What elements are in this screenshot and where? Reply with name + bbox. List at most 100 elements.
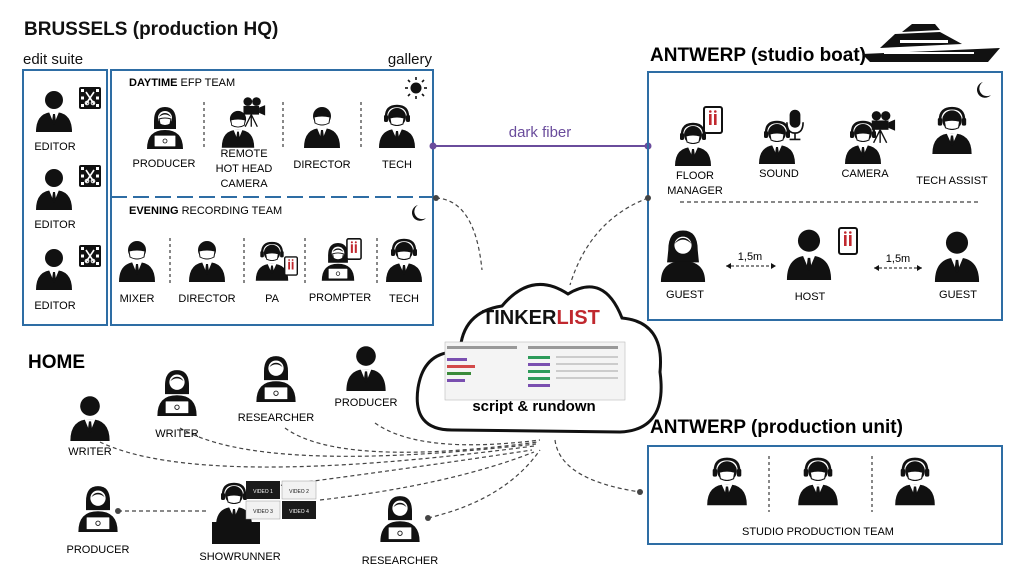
daytime-rest: EFP TEAM — [178, 77, 236, 89]
home-title: HOME — [28, 352, 85, 373]
floor-label-1: FLOOR — [676, 170, 714, 182]
sound-person-icon — [757, 120, 797, 164]
home-producer-2: PRODUCER — [67, 485, 130, 556]
home-writer-1: WRITER — [68, 396, 112, 458]
film-scissors-icon — [78, 164, 102, 188]
connector-boat — [569, 197, 649, 286]
tech-label: TECH — [382, 159, 412, 171]
writer-person-icon — [70, 396, 110, 441]
yacht-icon — [862, 24, 1000, 62]
mixer-label: MIXER — [120, 293, 155, 305]
movie-camera-icon — [871, 110, 896, 144]
guest-right-label: GUEST — [939, 289, 977, 301]
daytime-director: DIRECTOR — [293, 106, 351, 171]
antwerp-unit-title: ANTWERP (production unit) — [650, 417, 903, 438]
fiber-endpoint — [429, 142, 437, 150]
evening-bold: EVENING — [129, 205, 179, 217]
home-researcher-2: RESEARCHER — [362, 495, 438, 567]
team-member-headset-icon — [796, 457, 840, 506]
distance-left: 1,5m — [726, 251, 776, 269]
connector-writer-2 — [179, 427, 537, 457]
evening-mixer: MIXER — [118, 240, 156, 305]
production-team-label: STUDIO PRODUCTION TEAM — [742, 526, 894, 538]
daytime-remote-camera: REMOTE HOT HEAD CAMERA — [216, 96, 273, 190]
edit-suite-label: edit suite — [23, 51, 83, 68]
tech-person-icon — [377, 104, 417, 148]
remote-label-1: REMOTE — [220, 148, 267, 160]
arrow-heads — [726, 263, 776, 269]
writer-2-label: WRITER — [155, 428, 198, 440]
tech-assist-label: TECH ASSIST — [916, 175, 988, 187]
camera-label: CAMERA — [841, 168, 889, 180]
guest-right: GUEST — [934, 231, 980, 301]
film-scissors-icon — [78, 244, 102, 268]
editor-label: EDITOR — [34, 300, 75, 312]
researcher-person-icon — [379, 495, 421, 542]
video-tile-1: VIDEO 1 — [253, 489, 273, 495]
boat-camera: CAMERA — [841, 110, 896, 180]
tablet-icon — [284, 256, 298, 276]
cloud: TINKERLIST script & rundown — [415, 282, 663, 434]
antwerp-boat-title: ANTWERP (studio boat) — [650, 45, 866, 66]
producer-2-label: PRODUCER — [67, 544, 130, 556]
tech-person-icon — [384, 238, 424, 282]
prompter-label: PROMPTER — [309, 292, 371, 304]
host-label: HOST — [795, 291, 826, 303]
logo-part-1: TINKER — [482, 307, 557, 329]
director-label: DIRECTOR — [178, 293, 235, 305]
connector-dot — [433, 195, 439, 201]
guest-left-label: GUEST — [666, 289, 704, 301]
tinkerlist-logo: TINKERLIST — [482, 307, 600, 329]
showrunner-label: SHOWRUNNER — [199, 551, 280, 563]
director-person-icon — [303, 106, 341, 148]
editor-label: EDITOR — [34, 141, 75, 153]
tablet-icon — [346, 238, 362, 260]
home-producer-1: PRODUCER — [335, 346, 398, 409]
home-researcher-1: RESEARCHER — [238, 355, 314, 424]
producer-person-icon — [346, 346, 386, 391]
remote-label-3: CAMERA — [220, 178, 268, 190]
showrunner-desk — [212, 522, 260, 544]
home-writer-2: WRITER — [155, 369, 199, 440]
team-member-headset-icon — [705, 457, 749, 506]
tablet-icon — [703, 106, 723, 134]
production-unit-box — [647, 445, 1003, 545]
connector-dot — [425, 515, 431, 521]
cloud-caption: script & rundown — [472, 398, 595, 415]
team-member-headset-icon — [893, 457, 937, 506]
evening-pa: PA — [254, 241, 298, 305]
edit-suite-box — [22, 69, 108, 326]
pa-label: PA — [265, 293, 280, 305]
connector-brussels — [435, 197, 483, 271]
daytime-bold: DAYTIME — [129, 77, 178, 89]
video-tile-2: VIDEO 2 — [289, 489, 309, 495]
distance-right-label: 1,5m — [886, 253, 910, 265]
writer-1-label: WRITER — [68, 446, 111, 458]
editor-person-icon — [36, 169, 72, 210]
connector-dot — [637, 489, 643, 495]
evening-director: DIRECTOR — [178, 240, 236, 305]
researcher-person-icon — [255, 355, 297, 402]
moon-icon — [976, 82, 991, 98]
tablet-icon — [838, 226, 858, 256]
director-person-icon — [188, 240, 226, 282]
editor-1: EDITOR — [34, 86, 102, 153]
remote-label-2: HOT HEAD — [216, 163, 273, 175]
film-scissors-icon — [78, 86, 102, 110]
researcher-1-label: RESEARCHER — [238, 412, 314, 424]
editor-3: EDITOR — [34, 244, 102, 312]
video-tile-4: VIDEO 4 — [289, 509, 309, 515]
sound: SOUND — [757, 108, 804, 180]
camera-operator-icon — [221, 110, 255, 148]
movie-camera-icon — [242, 96, 266, 128]
producer-1-label: PRODUCER — [335, 397, 398, 409]
guest-person-icon — [934, 231, 980, 282]
connector-dot — [115, 508, 121, 514]
connector-researcher-2 — [427, 449, 541, 519]
tech-assist-person-icon — [931, 106, 973, 154]
mixer-person-icon — [118, 240, 156, 282]
connector-dot — [645, 195, 651, 201]
director-label: DIRECTOR — [293, 159, 350, 171]
editor-person-icon — [36, 249, 72, 290]
